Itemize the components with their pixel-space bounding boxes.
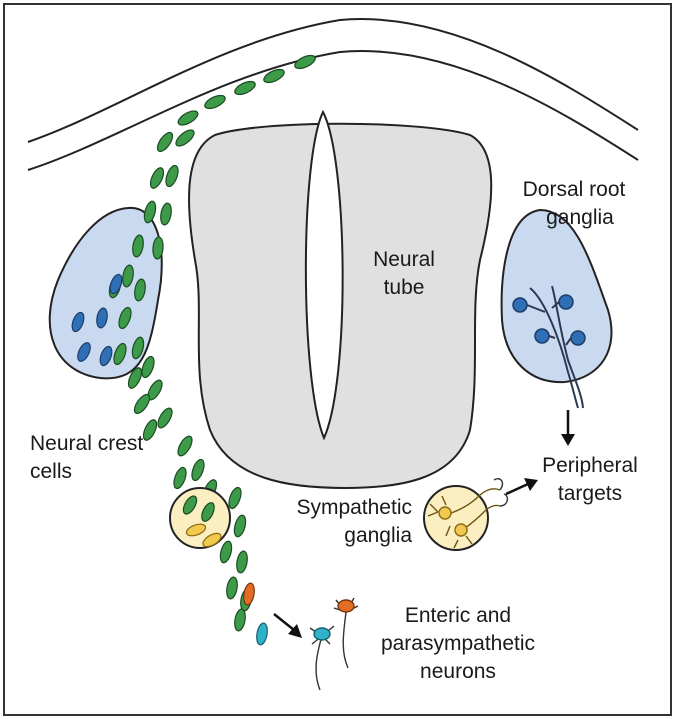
arrows [273,410,575,638]
cyan-crest-cell [256,622,268,646]
neural-canal [304,109,344,441]
label-neural-crest-line1: Neural crest [30,432,143,455]
dorsal-root-neurons [512,285,586,409]
label-dorsal-root-line1: Dorsal root [523,178,626,201]
label-sympathetic-line2: ganglia [344,524,412,547]
label-peripheral-line2: targets [558,482,622,505]
ectoderm-inner-line [27,50,639,171]
left-sympathetic-cells [182,495,222,548]
arrow-drg-down-head [561,434,575,446]
labels: Dorsal root ganglia Neural tube Neural c… [30,178,638,683]
arrow-sympathetic-right-head [524,478,538,491]
sympathetic-neurons [427,478,509,549]
label-enteric-line3: neurons [420,660,496,683]
label-sympathetic-line1: Sympathetic [296,496,412,519]
label-neural-tube-line2: tube [384,276,425,299]
arrow-enteric [273,613,295,631]
arrow-sympathetic-right [505,482,529,496]
arrow-enteric-head [288,624,302,638]
label-enteric-line2: parasympathetic [381,632,535,655]
label-enteric-line1: Enteric and [405,604,511,627]
enteric-neurons [309,597,359,691]
label-neural-crest-line2: cells [30,460,72,483]
left-ganglion-cells [71,273,123,367]
label-dorsal-root-line2: ganglia [546,206,614,229]
label-peripheral-line1: Peripheral [542,454,638,477]
ectoderm-outer-line [27,18,639,143]
orange-crest-cell [243,582,255,606]
label-neural-tube-line1: Neural [373,248,435,271]
left-sympathetic-ganglion [169,487,231,549]
